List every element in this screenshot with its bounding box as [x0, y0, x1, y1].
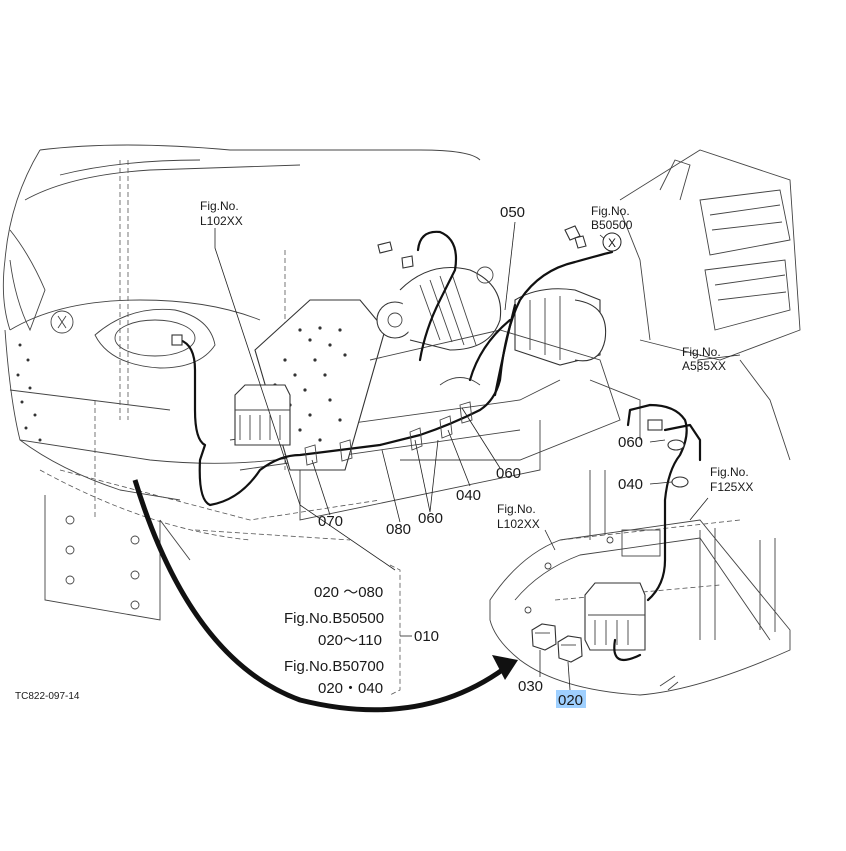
svg-text:L102XX: L102XX: [200, 214, 243, 228]
svg-text:Fig.No.: Fig.No.: [200, 199, 239, 213]
assembly-bracket: 020 ～080 Fig.No.B50500 020～110 Fig.No.B5…: [284, 564, 439, 697]
svg-text:080: 080: [386, 521, 411, 538]
svg-text:Fig.No.: Fig.No.: [682, 345, 721, 359]
leader-lines-main: [214, 221, 741, 571]
battery-main: [234, 384, 291, 446]
bracket-line-4: Fig.No.B50700: [284, 658, 384, 675]
svg-text:070: 070: [318, 513, 343, 530]
callout-040-inset[interactable]: 040: [618, 476, 643, 493]
tractor-front-view: [2, 144, 801, 621]
callout-010[interactable]: 010: [414, 628, 439, 645]
svg-text:Fig.No.: Fig.No.: [710, 465, 749, 479]
callout-040-main[interactable]: 040: [456, 487, 481, 504]
fig-ref-l102xx-top[interactable]: Fig.No. L102XX: [200, 199, 243, 228]
bracket-line-5: 020・040: [318, 680, 383, 697]
svg-text:Fig.No.: Fig.No.: [591, 204, 630, 218]
svg-text:Fig.No.: Fig.No.: [497, 502, 536, 516]
svg-text:060: 060: [496, 465, 521, 482]
bracket-line-3: 020～110: [318, 632, 382, 649]
callout-060-inset[interactable]: 060: [618, 434, 643, 451]
alternator: [376, 266, 502, 351]
detail-arrow: [132, 479, 518, 713]
fig-ref-a535xx[interactable]: Fig.No. A535XX: [682, 345, 726, 373]
svg-text:030: 030: [518, 678, 543, 695]
wiring-harness-main: [171, 225, 614, 507]
svg-text:L102XX: L102XX: [497, 517, 540, 531]
callout-060-mid[interactable]: 060: [418, 510, 443, 527]
svg-text:040: 040: [456, 487, 481, 504]
inset-detail: [489, 403, 791, 696]
bracket-line-1: 020 ～080: [314, 584, 383, 601]
svg-text:040: 040: [618, 476, 643, 493]
svg-text:060: 060: [418, 510, 443, 527]
x-marker: X: [602, 232, 622, 252]
callout-080[interactable]: 080: [386, 521, 411, 538]
fig-ref-f125xx[interactable]: Fig.No. F125XX: [710, 465, 753, 494]
callout-020-highlighted[interactable]: 020: [556, 690, 586, 709]
drawing-code: TC822-097-14: [15, 691, 80, 702]
callout-070[interactable]: 070: [318, 513, 343, 530]
svg-text:F125XX: F125XX: [710, 480, 753, 494]
svg-text:B50500: B50500: [591, 218, 633, 232]
svg-text:050: 050: [500, 204, 525, 221]
svg-text:A535XX: A535XX: [682, 359, 726, 373]
bracket-line-2: Fig.No.B50500: [284, 610, 384, 627]
svg-text:060: 060: [618, 434, 643, 451]
starter: [514, 288, 607, 366]
callout-050[interactable]: 050: [500, 204, 525, 221]
svg-text:X: X: [608, 236, 616, 250]
part-020-relay[interactable]: [557, 635, 583, 663]
fig-ref-l102xx-inset[interactable]: Fig.No. L102XX: [497, 502, 540, 531]
battery-inset: [584, 582, 646, 651]
fig-ref-b50500[interactable]: Fig.No. B50500: [591, 204, 633, 232]
callout-060-main[interactable]: 060: [496, 465, 521, 482]
part-030-relay[interactable]: [531, 623, 557, 651]
svg-text:020: 020: [558, 692, 583, 709]
callout-030[interactable]: 030: [518, 678, 543, 695]
